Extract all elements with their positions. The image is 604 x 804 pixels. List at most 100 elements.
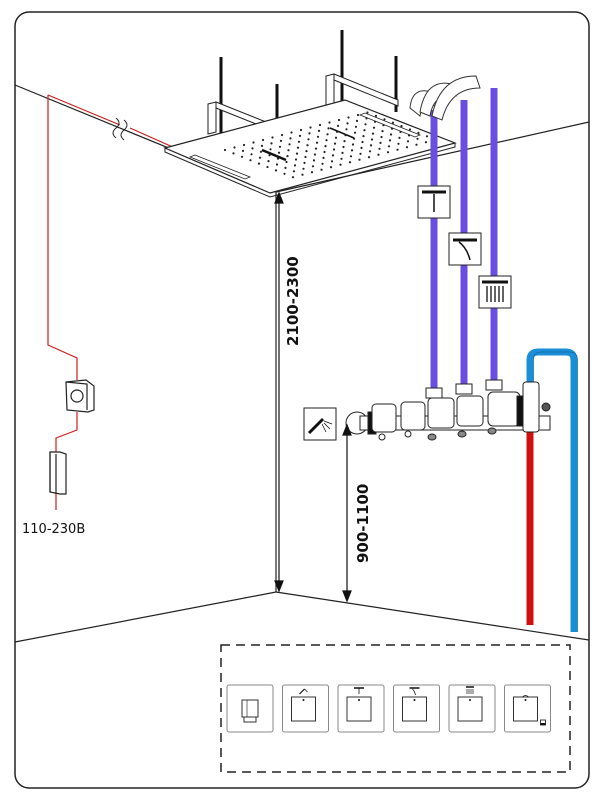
nozzle-dot <box>297 140 301 143</box>
nozzle-dot <box>307 138 310 141</box>
nozzle-dot <box>267 160 270 163</box>
nozzle-dot <box>270 142 273 145</box>
nozzle-dot <box>269 148 272 151</box>
hand-shower-icon <box>303 407 337 441</box>
nozzle-dot <box>296 146 300 149</box>
nozzle-dot <box>289 137 292 140</box>
nozzle-dot <box>351 143 355 146</box>
nozzle-dot <box>241 149 245 152</box>
nozzle-dot <box>377 153 380 156</box>
nozzle-dot <box>336 124 340 127</box>
nozzle-dot <box>271 136 274 139</box>
nozzle-dot <box>390 127 394 130</box>
nozzle-dot <box>353 131 357 134</box>
nozzle-dot <box>257 162 261 165</box>
nozzle-dot <box>288 143 291 146</box>
nozzle-dot <box>334 136 338 139</box>
nozzle-dot <box>318 123 322 127</box>
nozzle-dot <box>345 128 348 131</box>
valve-height-dimension <box>342 423 352 603</box>
nozzle-dot <box>360 146 363 149</box>
nozzle-dot <box>424 141 428 144</box>
nozzle-dot <box>293 164 297 167</box>
nozzle-dot <box>320 168 323 171</box>
nozzle-dot <box>348 161 352 164</box>
nozzle-dot <box>378 147 381 150</box>
nozzle-dot <box>283 172 286 175</box>
waterfall-icon <box>448 232 482 266</box>
nozzle-dot <box>364 123 367 126</box>
nozzle-dot <box>332 148 336 151</box>
thermostatic-valve-body <box>345 379 551 441</box>
nozzle-dot <box>333 142 337 145</box>
nozzle-dot <box>343 140 346 143</box>
nozzle-dot <box>287 149 290 152</box>
nozzle-dot <box>354 125 358 128</box>
wall-switch-icon <box>65 379 95 413</box>
nozzle-dot <box>379 141 382 144</box>
nozzle-dot <box>386 151 390 154</box>
nozzle-dot <box>366 111 369 114</box>
nozzle-dot <box>388 139 392 142</box>
waterfall-control-icon[interactable] <box>393 684 440 733</box>
nozzle-dot <box>346 122 349 125</box>
nozzle-dot <box>311 165 315 168</box>
nozzle-dot <box>347 116 350 119</box>
control-panel-items <box>226 684 551 733</box>
nozzle-dot <box>325 139 328 142</box>
nozzle-dot <box>240 155 244 158</box>
nozzle-dot <box>380 135 383 139</box>
nozzle-dot <box>373 120 377 123</box>
rain-shower-head <box>163 30 457 198</box>
nozzle-dot <box>274 169 278 172</box>
nozzle-dot <box>328 121 331 124</box>
nozzle-dot <box>356 113 360 117</box>
thermostat-knob-icon[interactable] <box>226 684 274 733</box>
electric-wire <box>47 94 176 510</box>
nozzle-dot <box>312 159 316 162</box>
nozzle-dot <box>323 150 326 154</box>
nozzle-dot <box>341 151 344 154</box>
nozzle-dot <box>326 133 329 136</box>
nozzle-dot <box>275 163 279 166</box>
hand-shower-control-icon[interactable] <box>282 684 329 733</box>
nozzle-dot <box>284 166 287 169</box>
nozzle-dot <box>400 125 403 128</box>
mist-control-icon[interactable] <box>448 684 496 733</box>
nozzle-dot <box>286 155 289 158</box>
nozzle-dot <box>415 143 418 146</box>
light-control-icon[interactable] <box>504 684 551 733</box>
valve-height-label: 900-1100 <box>354 484 372 563</box>
nozzle-dot <box>276 157 280 160</box>
nozzle-dot <box>260 144 264 147</box>
nozzle-dot <box>398 136 401 139</box>
nozzle-dot <box>369 144 373 147</box>
nozzle-dot <box>316 135 320 138</box>
rain-control-icon[interactable] <box>337 684 385 733</box>
cold-pipe-edge <box>533 351 578 632</box>
nozzle-dot <box>399 130 402 134</box>
nozzle-dot <box>290 131 293 134</box>
nozzle-dot <box>292 170 296 173</box>
nozzle-dot <box>407 134 411 137</box>
nozzle-dot <box>295 152 299 155</box>
diagram-frame <box>14 11 590 789</box>
nozzle-dot <box>279 139 283 142</box>
nozzle-dot <box>352 137 356 140</box>
nozzle-dot <box>362 135 365 138</box>
nozzle-dot <box>309 126 312 129</box>
nozzle-dot <box>372 126 376 129</box>
nozzle-dot <box>349 155 353 158</box>
nozzle-dot <box>252 141 255 144</box>
nozzle-dot <box>416 137 419 140</box>
flexible-hoses <box>409 75 481 121</box>
nozzle-dot <box>371 132 375 135</box>
nozzle-dot <box>242 143 246 147</box>
nozzle-dot <box>261 138 265 142</box>
nozzle-dot <box>280 133 284 137</box>
nozzle-dot <box>315 141 319 144</box>
nozzle-dot <box>344 134 347 137</box>
nozzle-dot <box>250 153 253 156</box>
nozzle-dot <box>266 165 269 169</box>
